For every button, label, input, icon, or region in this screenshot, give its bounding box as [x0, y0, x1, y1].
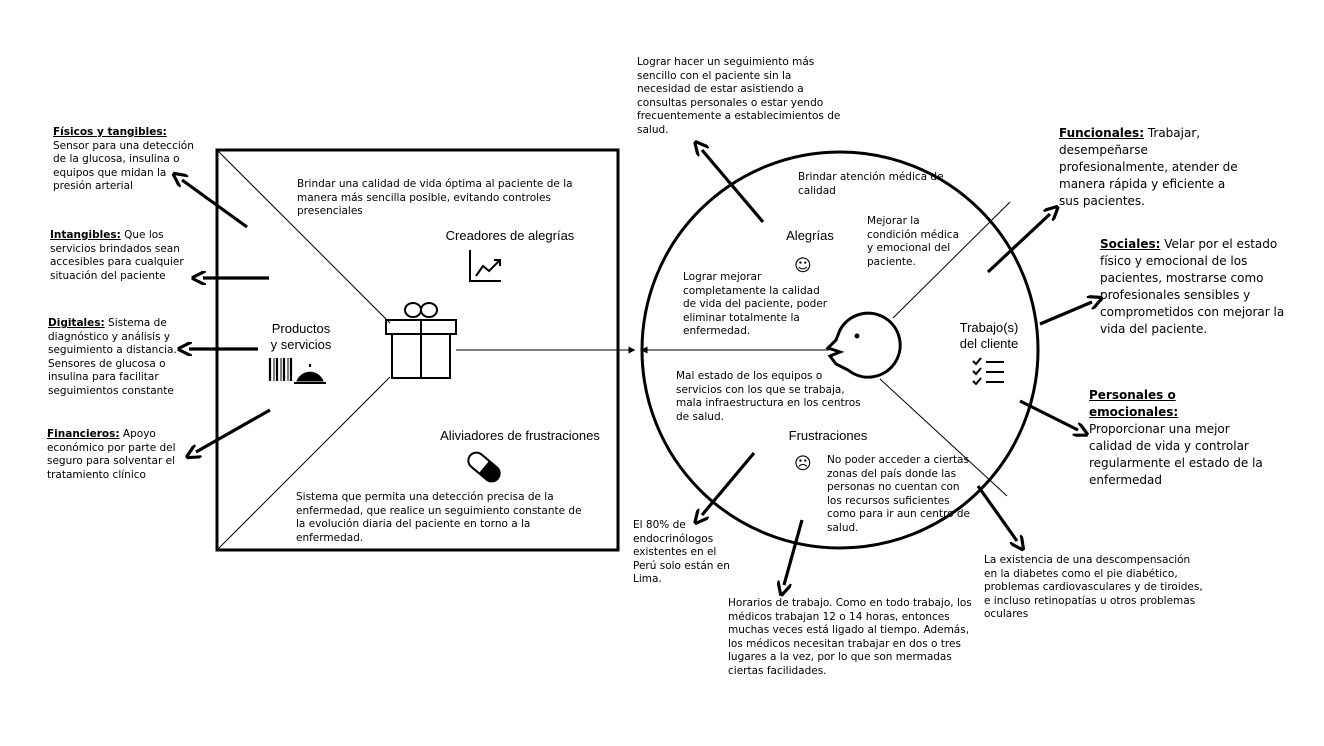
personales-text: Proporcionar una mejor calidad de vida y…	[1089, 422, 1263, 487]
growth-chart-icon	[469, 250, 501, 282]
square-diagonal-top	[216, 149, 391, 324]
creadores-title: Creadores de alegrías	[445, 228, 575, 243]
arrow-personales	[1019, 399, 1078, 430]
trabajos-title: Trabajo(s) del cliente	[944, 320, 1034, 352]
intangibles-label: Intangibles:	[50, 229, 121, 241]
gift-icon	[385, 302, 457, 379]
note-intangibles: Intangibles: Que los servicios brindados…	[50, 229, 206, 283]
arrow-funcionales	[986, 214, 1050, 274]
customer-face-icon	[825, 311, 902, 379]
frown-icon: ☹	[794, 454, 812, 474]
aliviadores-text: Sistema que permita una detección precis…	[296, 491, 582, 544]
note-funcionales: Funcionales: Trabajar, desempeñarse prof…	[1059, 125, 1249, 210]
circle-divider-lower	[879, 378, 1008, 497]
circle-divider-upper	[892, 201, 1011, 319]
sociales-text: Velar por el estado físico y emocional d…	[1100, 237, 1285, 336]
financieros-text: Apoyo económico por parte del seguro par…	[47, 428, 176, 481]
arrow-top-note	[702, 150, 765, 224]
funcionales-text: Trabajar, desempeñarse profesionalmente,…	[1059, 126, 1238, 208]
alegrias-left-text: Lograr mejorar completamente la calidad …	[683, 271, 828, 337]
note-endocrinologos: El 80% de endocrinólogos existentes en e…	[633, 519, 730, 585]
note-top: Lograr hacer un seguimiento más sencillo…	[637, 56, 841, 136]
alegrias-mid-text: Mejorar la condición médica y emocional …	[867, 215, 960, 268]
note-horarios: Horarios de trabajo. Como en todo trabaj…	[728, 597, 972, 677]
square-diagonal-bottom	[216, 376, 391, 551]
note-sociales: Sociales: Velar por el estado físico y e…	[1100, 236, 1285, 338]
smile-icon: ☺	[794, 256, 812, 276]
creadores-text: Brindar una calidad de vida óptima al pa…	[297, 178, 573, 217]
sociales-label: Sociales:	[1100, 237, 1161, 251]
note-descompensacion: La existencia de una descompensación en …	[984, 554, 1203, 620]
trabajos-title-line1: Trabajo(s)	[959, 320, 1019, 335]
personales-label: Personales o emocionales:	[1089, 388, 1179, 419]
arrow-horarios	[784, 519, 804, 585]
frustraciones-left-text: Mal estado de los equipos o servicios co…	[676, 370, 861, 423]
pill-icon	[467, 451, 501, 483]
arrow-financieros	[196, 408, 271, 452]
financieros-label: Financieros:	[47, 428, 120, 440]
productos-title-line2: y servicios	[270, 337, 332, 352]
barcode-service-icon	[268, 358, 326, 384]
digitales-label: Digitales:	[48, 317, 105, 329]
note-digitales: Digitales: Sistema de diagnóstico y anál…	[48, 317, 180, 398]
intangibles-text: Que los servicios brindados sean accesib…	[50, 229, 184, 282]
alegrias-top-text: Brindar atención médica de calidad	[798, 171, 944, 197]
fisicos-label: Físicos y tangibles:	[53, 126, 167, 138]
note-fisicos: Físicos y tangibles: Sensor para una det…	[53, 126, 199, 194]
arrow-fisicos	[182, 180, 248, 229]
productos-title-line1: Productos	[271, 321, 331, 336]
fisicos-text: Sensor para una detección de la glucosa,…	[53, 139, 194, 193]
digitales-text: Sistema de diagnóstico y análisis y segu…	[48, 317, 177, 397]
arrow-endocrinologos	[702, 451, 756, 515]
arrow-sociales	[1039, 302, 1092, 326]
trabajos-title-line2: del cliente	[959, 336, 1019, 351]
funcionales-label: Funcionales:	[1059, 126, 1144, 140]
note-financieros: Financieros: Apoyo económico por parte d…	[47, 428, 183, 482]
note-personales: Personales o emocionales:Proporcionar un…	[1089, 387, 1269, 489]
productos-title: Productos y servicios	[256, 321, 346, 353]
arrow-descompensacion	[976, 485, 1017, 541]
aliviadores-title: Aliviadores de frustraciones	[440, 428, 600, 443]
frustraciones-right-text: No poder acceder a ciertas zonas del paí…	[827, 454, 971, 534]
frustraciones-title: Frustraciones	[788, 428, 868, 443]
checklist-icon	[972, 357, 1004, 386]
alegrias-title: Alegrías	[786, 228, 834, 243]
